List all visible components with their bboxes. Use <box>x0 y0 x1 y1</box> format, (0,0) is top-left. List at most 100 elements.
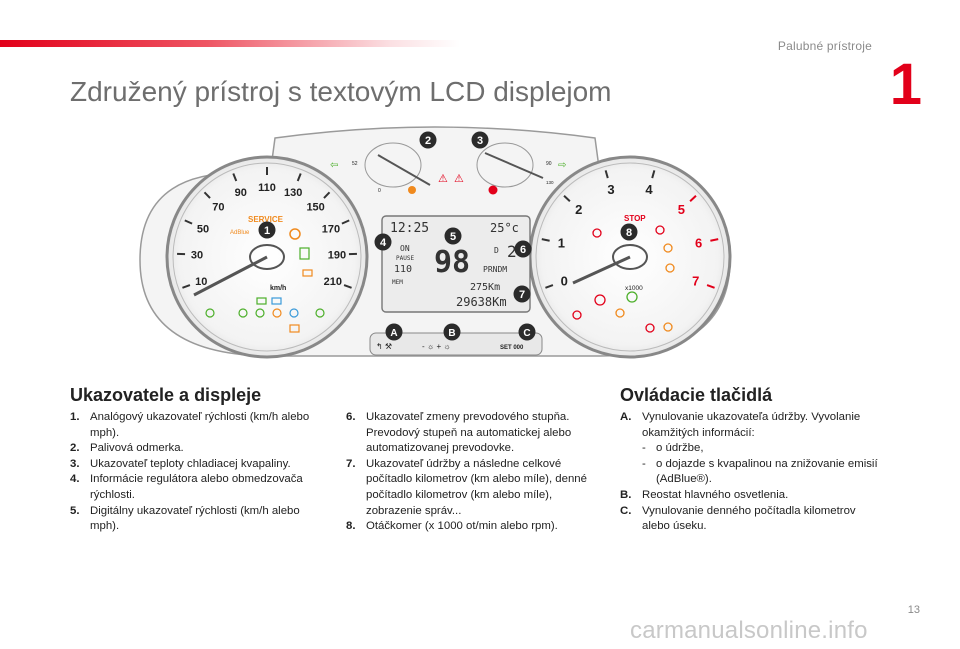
engine-warning-icon <box>615 308 625 318</box>
fog-light-icon <box>302 269 313 277</box>
item-number: A. <box>620 411 632 423</box>
speedometer-tick <box>182 284 191 289</box>
speedometer-scale-label: 110 <box>258 182 276 194</box>
item-number: 2. <box>70 442 80 455</box>
callout-number: 1 <box>264 225 270 237</box>
item-text: Ukazovateľ údržby a následne celkové poč… <box>366 457 587 517</box>
stop-start-icon <box>626 291 638 303</box>
lcd-temperature: 25°c <box>490 221 519 235</box>
callout-number: 6 <box>520 244 526 256</box>
tachometer-tick <box>651 170 656 179</box>
lcd-trip-distance: 275Km <box>470 282 500 293</box>
sub-item-text: o údržbe, <box>656 442 704 455</box>
brake-warning-icon <box>594 294 606 306</box>
sub-item: -o dojazde s kvapalinou na znižovanie em… <box>642 457 882 488</box>
lcd-prnd: PRNDM <box>483 265 507 274</box>
list-item: B.Reostat hlavného osvetlenia. <box>620 488 882 504</box>
speedometer-tick-marks <box>177 167 357 289</box>
item-text: Informácie regulátora alebo obmedzovača … <box>90 473 303 501</box>
speedometer-tick <box>343 284 352 289</box>
speedometer-scale-label: 150 <box>306 201 324 213</box>
item-number: 5. <box>70 504 80 517</box>
item-text: Ukazovateľ zmeny prevodového stupňa. Pre… <box>366 411 572 455</box>
low-beam-icon <box>255 308 265 318</box>
button-c-label: SET 000 <box>500 345 524 351</box>
button-a-label: ↰ ⚒ <box>376 342 392 351</box>
button-badge-b: B <box>443 323 461 341</box>
esp-warning-icon <box>665 263 675 273</box>
lcd-gear: 2 <box>507 242 517 261</box>
section-name: Palubné prístroje <box>777 39 872 53</box>
list-item: A. Vynulovanie ukazovateľa údržby. Vyvol… <box>620 410 882 488</box>
lcd-set-speed: 110 <box>394 264 412 275</box>
callout-badge-7: 7 <box>513 285 531 303</box>
lcd-odometer: 29638Km <box>456 295 507 309</box>
oil-pressure-warning-icon <box>592 228 602 238</box>
list-item: 4. Informácie regulátora alebo obmedzovač… <box>70 472 326 503</box>
speedometer-hub <box>249 244 285 270</box>
displays-list-continued: 6. Ukazovateľ zmeny prevodového stupňa. P… <box>346 410 596 535</box>
button-letter: B <box>448 328 455 339</box>
item-text: Palivová odmerka. <box>90 442 184 455</box>
tachometer-scale-label: 4 <box>645 182 653 197</box>
header-accent-bar <box>0 40 460 47</box>
speedometer-scale-label: 90 <box>235 187 247 199</box>
callout-badge-8: 8 <box>620 223 638 241</box>
callout-number: 4 <box>380 237 387 249</box>
page-title: Združený prístroj s textovým LCD displej… <box>70 76 612 107</box>
item-text: Analógový ukazovateľ rýchlosti (km/h ale… <box>90 411 310 439</box>
list-item: 3.Ukazovateľ teploty chladiacej kvapalin… <box>70 457 326 473</box>
item-number: 7. <box>346 457 356 470</box>
turn-left-icon <box>205 308 215 318</box>
fuel-filter-warning-icon <box>299 247 310 260</box>
callout-badge-3: 3 <box>471 131 489 149</box>
item-text: Vynulovanie ukazovateľa údržby. Vyvolani… <box>642 411 861 439</box>
callout-number: 3 <box>477 135 483 147</box>
item-number: 6. <box>346 411 356 423</box>
lcd-mem-label: MEM <box>392 279 403 286</box>
callout-badge-1: 1 <box>258 221 276 239</box>
page-number: 13 <box>907 604 920 616</box>
tachometer-scale-label: 6 <box>695 236 702 251</box>
turn-right-icon <box>315 308 325 318</box>
fuel-gauge <box>364 142 422 188</box>
speedometer-needle <box>193 255 268 297</box>
item-text: Reostat hlavného osvetlenia. <box>642 488 789 501</box>
list-item: 6. Ukazovateľ zmeny prevodového stupňa. P… <box>346 410 596 457</box>
button-b-label: - ☼ + ☼ <box>422 342 451 351</box>
tachometer-tick <box>545 284 554 289</box>
tachometer-scale-label: 3 <box>607 182 614 197</box>
temperature-gauge-max-label: 130 <box>546 180 554 185</box>
tachometer-needle <box>572 255 631 285</box>
fuel-low-warning-icon <box>408 186 416 194</box>
callout-number: 8 <box>626 227 632 239</box>
item-number: 4. <box>70 473 80 486</box>
callout-number: 5 <box>450 231 456 243</box>
tachometer-tick <box>710 238 719 242</box>
speedometer-tick <box>184 219 193 225</box>
list-item: 2. Palivová odmerka. <box>70 441 326 457</box>
speedometer-tick <box>341 219 350 225</box>
speedometer-scale-label: 210 <box>324 276 342 288</box>
abs-warning-icon <box>663 322 673 332</box>
temperature-gauge <box>476 142 534 188</box>
speedometer-scale-label: 130 <box>284 187 302 199</box>
tachometer-tick <box>563 195 571 202</box>
sub-item-dash: - <box>642 442 646 455</box>
button-letter: A <box>390 328 397 339</box>
speedometer-scale-label: 70 <box>212 201 224 213</box>
list-item: 7. Ukazovateľ údržby a následne celkové p… <box>346 457 596 519</box>
section-heading-displays: Ukazovatele a displeje <box>70 385 262 405</box>
speedometer-scale-label: 10 <box>195 276 207 288</box>
item-text: Vynulovanie denného počítadla kilometrov… <box>642 504 856 533</box>
speedometer-unit: km/h <box>270 285 286 292</box>
temperature-gauge-mid-label: 90 <box>546 161 552 167</box>
tachometer-scale-label: 7 <box>692 273 699 288</box>
item-text: Otáčkomer (x 1000 ot/min alebo rpm). <box>366 520 558 533</box>
displays-list: 1.Analógový ukazovateľ rýchlosti (km/h a… <box>70 410 326 535</box>
adblue-indicator: AdBlue <box>230 230 250 236</box>
callout-badge-6: 6 <box>514 240 532 258</box>
tachometer-scale-label: 2 <box>575 202 582 217</box>
